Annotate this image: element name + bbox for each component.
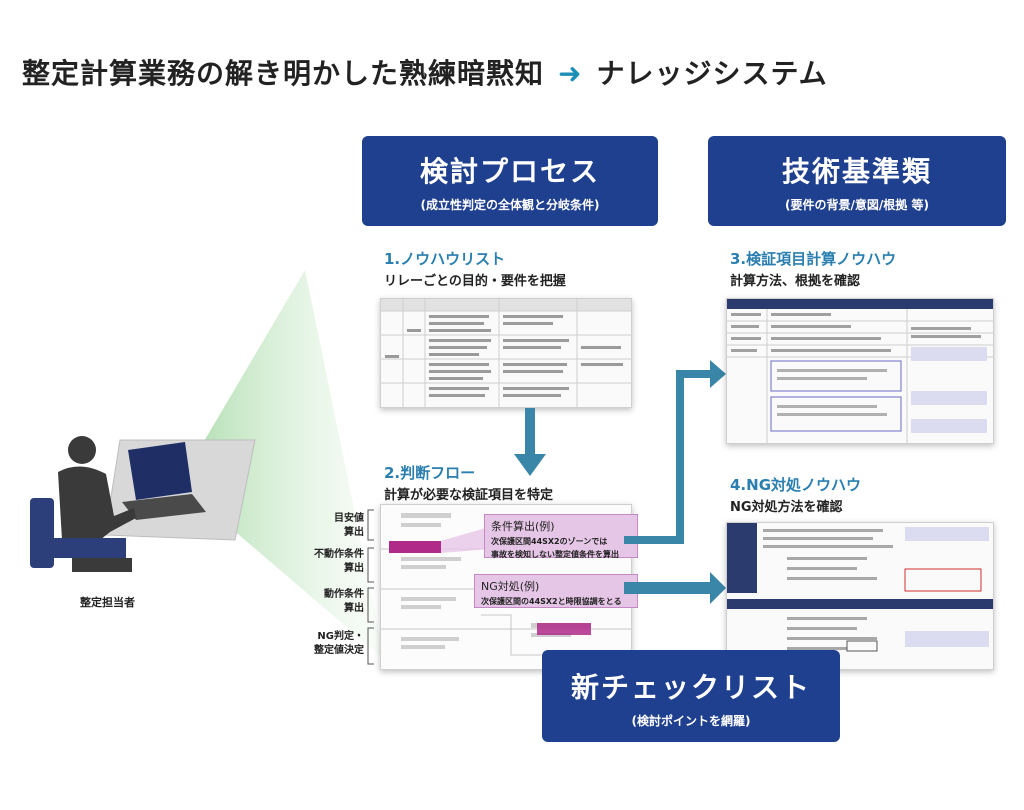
callout-ng-example: NG対処(例) 次保護区間の44SX2と時限協調をとる (474, 574, 638, 608)
flow-row-label: 不動作条件 算出 (314, 549, 364, 574)
flow-graphic (381, 513, 631, 656)
calc-knowhow-graphic (727, 299, 993, 443)
callout-condition-example: 条件算出(例) 次保護区間44SX2のゾーンでは 事故を検知しない整定値条件を算… (484, 514, 638, 559)
checklist-sub: (検討ポイントを網羅) (631, 714, 751, 728)
callout2-title: NG対処(例) (481, 580, 540, 593)
down-arrow-icon (514, 408, 546, 476)
title-main: 整定計算業務の解き明かした熟練暗黙知 (22, 57, 545, 90)
arrow-to-section4-icon (624, 572, 726, 604)
standards-sub: (要件の背景/意図/根拠 等) (785, 198, 929, 212)
section1-sub: リレーごとの目的・要件を把握 (384, 274, 566, 289)
person-at-laptop-icon (30, 436, 256, 572)
checklist-heading: 新チェックリスト (570, 671, 811, 704)
arrow-to-section3-icon (624, 360, 726, 544)
flow-row-brackets (367, 509, 374, 665)
flow-row-label: 動作条件 算出 (324, 589, 364, 614)
section3-sub: 計算方法、根拠を確認 (730, 274, 861, 289)
connector-arrows (624, 360, 726, 604)
projection-beam (190, 270, 385, 660)
page-title: 整定計算業務の解き明かした熟練暗黙知 ➜ ナレッジシステム (22, 52, 828, 92)
callout1-detail2: 事故を検知しない整定値条件を算出 (491, 550, 619, 559)
calc-knowhow-thumbnail (726, 298, 994, 444)
arrow-right-icon: ➜ (558, 57, 583, 90)
standards-heading: 技術基準類 (781, 155, 932, 188)
checklist-box: 新チェックリスト (検討ポイントを網羅) (542, 650, 840, 742)
flow-row-label: NG判定・ 整定値決定 (314, 631, 364, 656)
section1-title: 1.ノウハウリスト (384, 250, 506, 268)
callout1-title: 条件算出(例) (491, 520, 555, 533)
standards-box: 技術基準類 (要件の背景/意図/根拠 等) (708, 136, 1006, 226)
section2-title: 2.判断フロー (384, 464, 476, 482)
knowhow-table-graphic (381, 299, 631, 407)
process-sub: (成立性判定の全体観と分岐条件) (420, 198, 600, 212)
ng-knowhow-graphic (727, 523, 993, 652)
callout1-detail1: 次保護区間44SX2のゾーンでは (491, 537, 608, 546)
process-box: 検討プロセス (成立性判定の全体観と分岐条件) (362, 136, 658, 226)
flow-row-label: 目安値 算出 (334, 513, 364, 538)
knowhow-list-thumbnail (380, 298, 632, 408)
section2-sub: 計算が必要な検証項目を特定 (384, 488, 554, 503)
title-target: ナレッジシステム (596, 57, 828, 90)
section4-title: 4.NG対処ノウハウ (730, 476, 862, 494)
section4-sub: NG対処方法を確認 (730, 500, 843, 515)
callout2-detail1: 次保護区間の44SX2と時限協調をとる (481, 597, 622, 606)
process-heading: 検討プロセス (419, 155, 600, 188)
section3-title: 3.検証項目計算ノウハウ (730, 250, 897, 268)
ng-knowhow-thumbnail (726, 522, 994, 670)
person-label: 整定担当者 (80, 596, 135, 609)
